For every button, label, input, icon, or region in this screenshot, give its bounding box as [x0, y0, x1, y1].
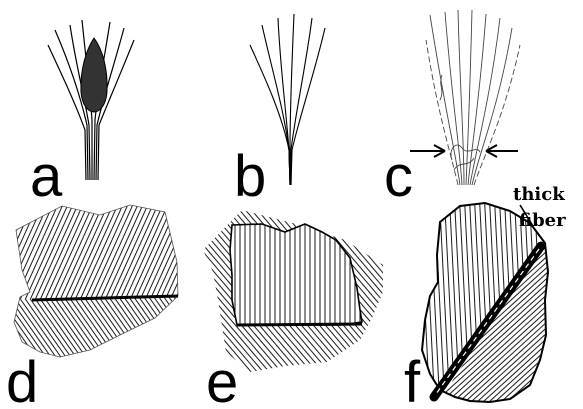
callout-fiber: fiber: [519, 210, 566, 231]
fiber-strands-c: [426, 10, 520, 185]
panel-a: a: [30, 20, 134, 209]
panel-c: c: [384, 10, 520, 209]
left-arrow-icon: [410, 145, 445, 157]
callout-thick: thick: [513, 184, 565, 205]
panel-b: b: [234, 14, 325, 209]
panel-letter-c: c: [384, 144, 413, 209]
panel-letter-a: a: [30, 144, 63, 209]
panel-letter-e: e: [206, 350, 238, 409]
right-arrow-icon: [486, 145, 518, 157]
panel-letter-b: b: [234, 144, 266, 209]
panel-letter-f: f: [404, 350, 421, 409]
panel-letter-d: d: [6, 350, 38, 409]
